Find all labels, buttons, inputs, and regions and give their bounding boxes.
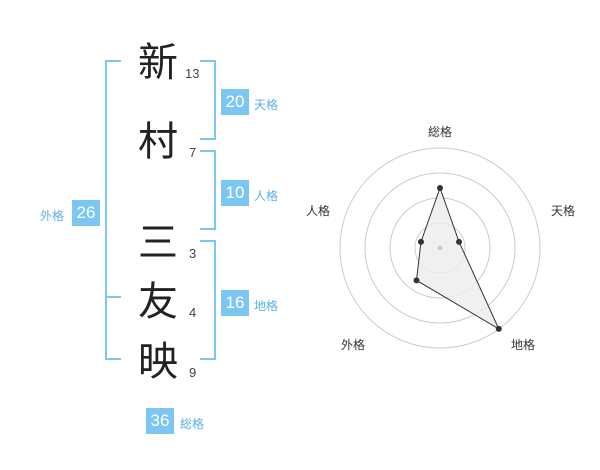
tenkaku-bracket <box>200 60 216 140</box>
name-char-5: 映 <box>138 339 178 385</box>
axis-label-soukaku: 総格 <box>428 125 453 139</box>
stroke-count-2: 7 <box>189 145 197 160</box>
jinkaku-bracket <box>200 150 216 230</box>
tenkaku-label: 天格 <box>254 98 279 112</box>
stroke-count-3: 3 <box>189 246 197 261</box>
name-char-2: 村 <box>138 119 178 165</box>
gaikaku-bracket <box>105 60 121 360</box>
chikaku-bracket <box>200 240 216 360</box>
radar-point-4 <box>413 277 420 284</box>
jinkaku-label: 人格 <box>254 189 279 203</box>
soukaku-label: 総格 <box>180 417 205 431</box>
radar-point-5 <box>417 238 424 245</box>
name-char-1: 新 <box>138 40 178 86</box>
name-char-4: 友 <box>138 279 178 325</box>
stroke-count-5: 9 <box>189 365 197 380</box>
axis-label-chikaku: 地格 <box>511 338 536 352</box>
axis-label-jinkaku: 人格 <box>306 204 331 218</box>
gaikaku-label: 外格 <box>40 209 65 223</box>
radar-series-area <box>415 186 500 331</box>
stroke-count-1: 13 <box>185 66 200 81</box>
stroke-count-4: 4 <box>189 305 197 320</box>
name-char-3: 三 <box>138 220 178 266</box>
axis-label-tenkaku: 天格 <box>551 204 576 218</box>
tenkaku-value: 20 <box>221 89 249 115</box>
radar-point-1 <box>437 185 443 191</box>
radar-ring <box>364 172 516 324</box>
radar-point-3 <box>495 325 502 332</box>
jinkaku-value: 10 <box>221 180 249 206</box>
radar-point-2 <box>456 238 463 245</box>
axis-label-gaikaku: 外格 <box>341 338 366 352</box>
radar-center-dot <box>437 245 443 251</box>
gaikaku-bracket-tick <box>105 296 121 298</box>
gaikaku-value: 26 <box>72 200 100 226</box>
soukaku-value: 36 <box>146 408 174 434</box>
chikaku-value: 16 <box>221 290 249 316</box>
radar-ring <box>339 147 541 349</box>
chikaku-label: 地格 <box>254 299 279 313</box>
